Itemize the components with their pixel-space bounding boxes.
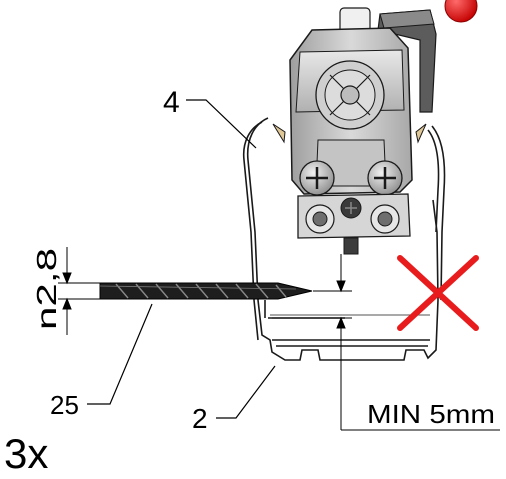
min-distance-label: MIN 5mm — [367, 399, 495, 429]
leader-lines — [87, 99, 276, 419]
quantity-label: 3x — [4, 430, 48, 477]
frame-profile — [242, 117, 446, 361]
drill-size-label: n2,8 — [31, 248, 62, 330]
clip-right — [415, 123, 427, 144]
clip-left — [272, 123, 286, 144]
mount-base — [297, 193, 411, 255]
distance-dimension — [272, 254, 500, 431]
part-label-25: 25 — [50, 390, 79, 420]
drill-dimension — [58, 247, 100, 335]
screw-left — [299, 160, 335, 196]
hinge-body — [289, 7, 437, 195]
red-cross-icon — [397, 255, 479, 331]
red-dot-icon — [444, 0, 478, 23]
drill-bit — [99, 282, 313, 300]
part-label-4: 4 — [163, 86, 180, 119]
screw-right — [367, 160, 403, 196]
part-label-2: 2 — [192, 403, 208, 434]
